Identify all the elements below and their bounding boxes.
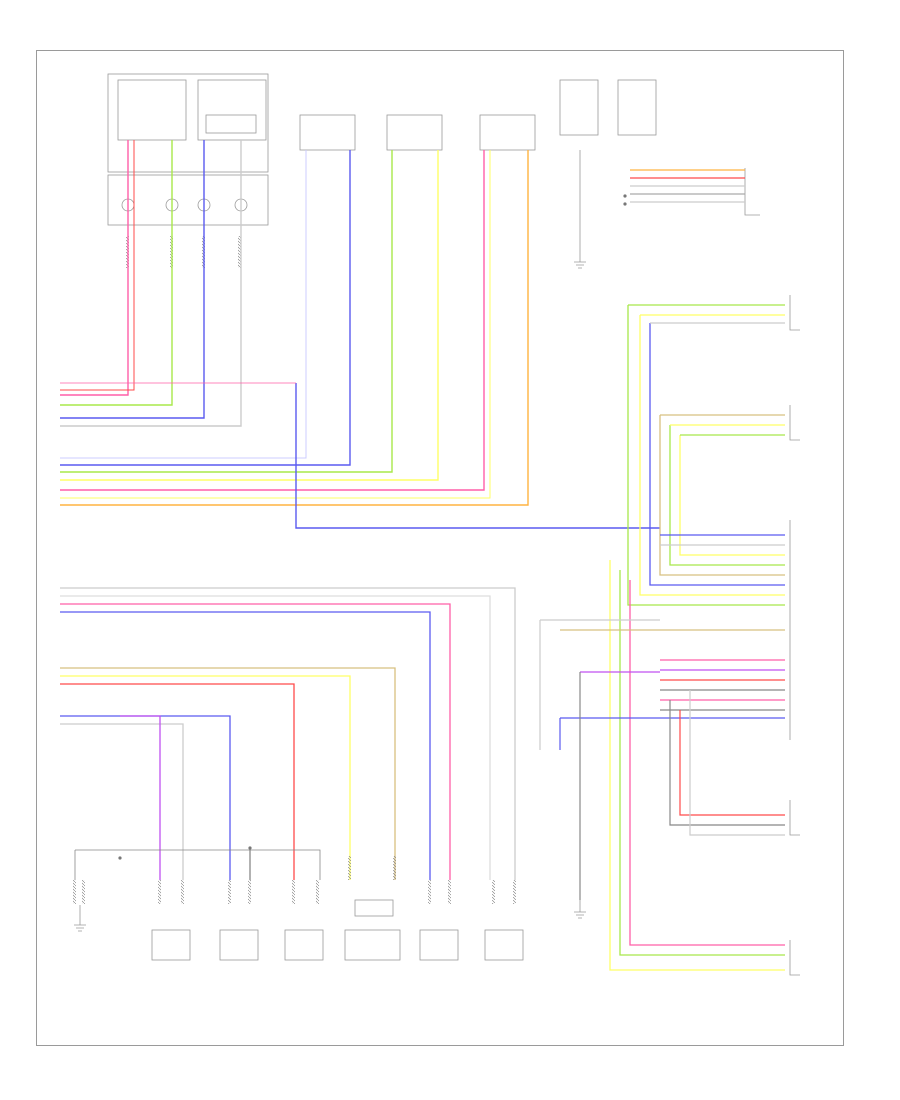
top-middle-wires — [60, 150, 660, 529]
top-middle-switches — [299, 114, 536, 151]
splice-dots — [118, 194, 627, 860]
top-right-cluster — [559, 79, 760, 240]
top-left-connectors — [126, 236, 241, 268]
lower-connectors — [73, 856, 516, 904]
ground-symbols — [74, 240, 586, 932]
top-left-components — [107, 73, 269, 226]
top-right-wires — [630, 169, 745, 203]
diagram-frame — [36, 50, 844, 1046]
top-left-wires — [60, 140, 242, 427]
lower-left-wires — [60, 587, 516, 880]
right-middle-rows — [539, 534, 785, 900]
right-wires — [609, 304, 785, 971]
lower-components — [151, 899, 524, 961]
right-modules — [789, 295, 800, 976]
